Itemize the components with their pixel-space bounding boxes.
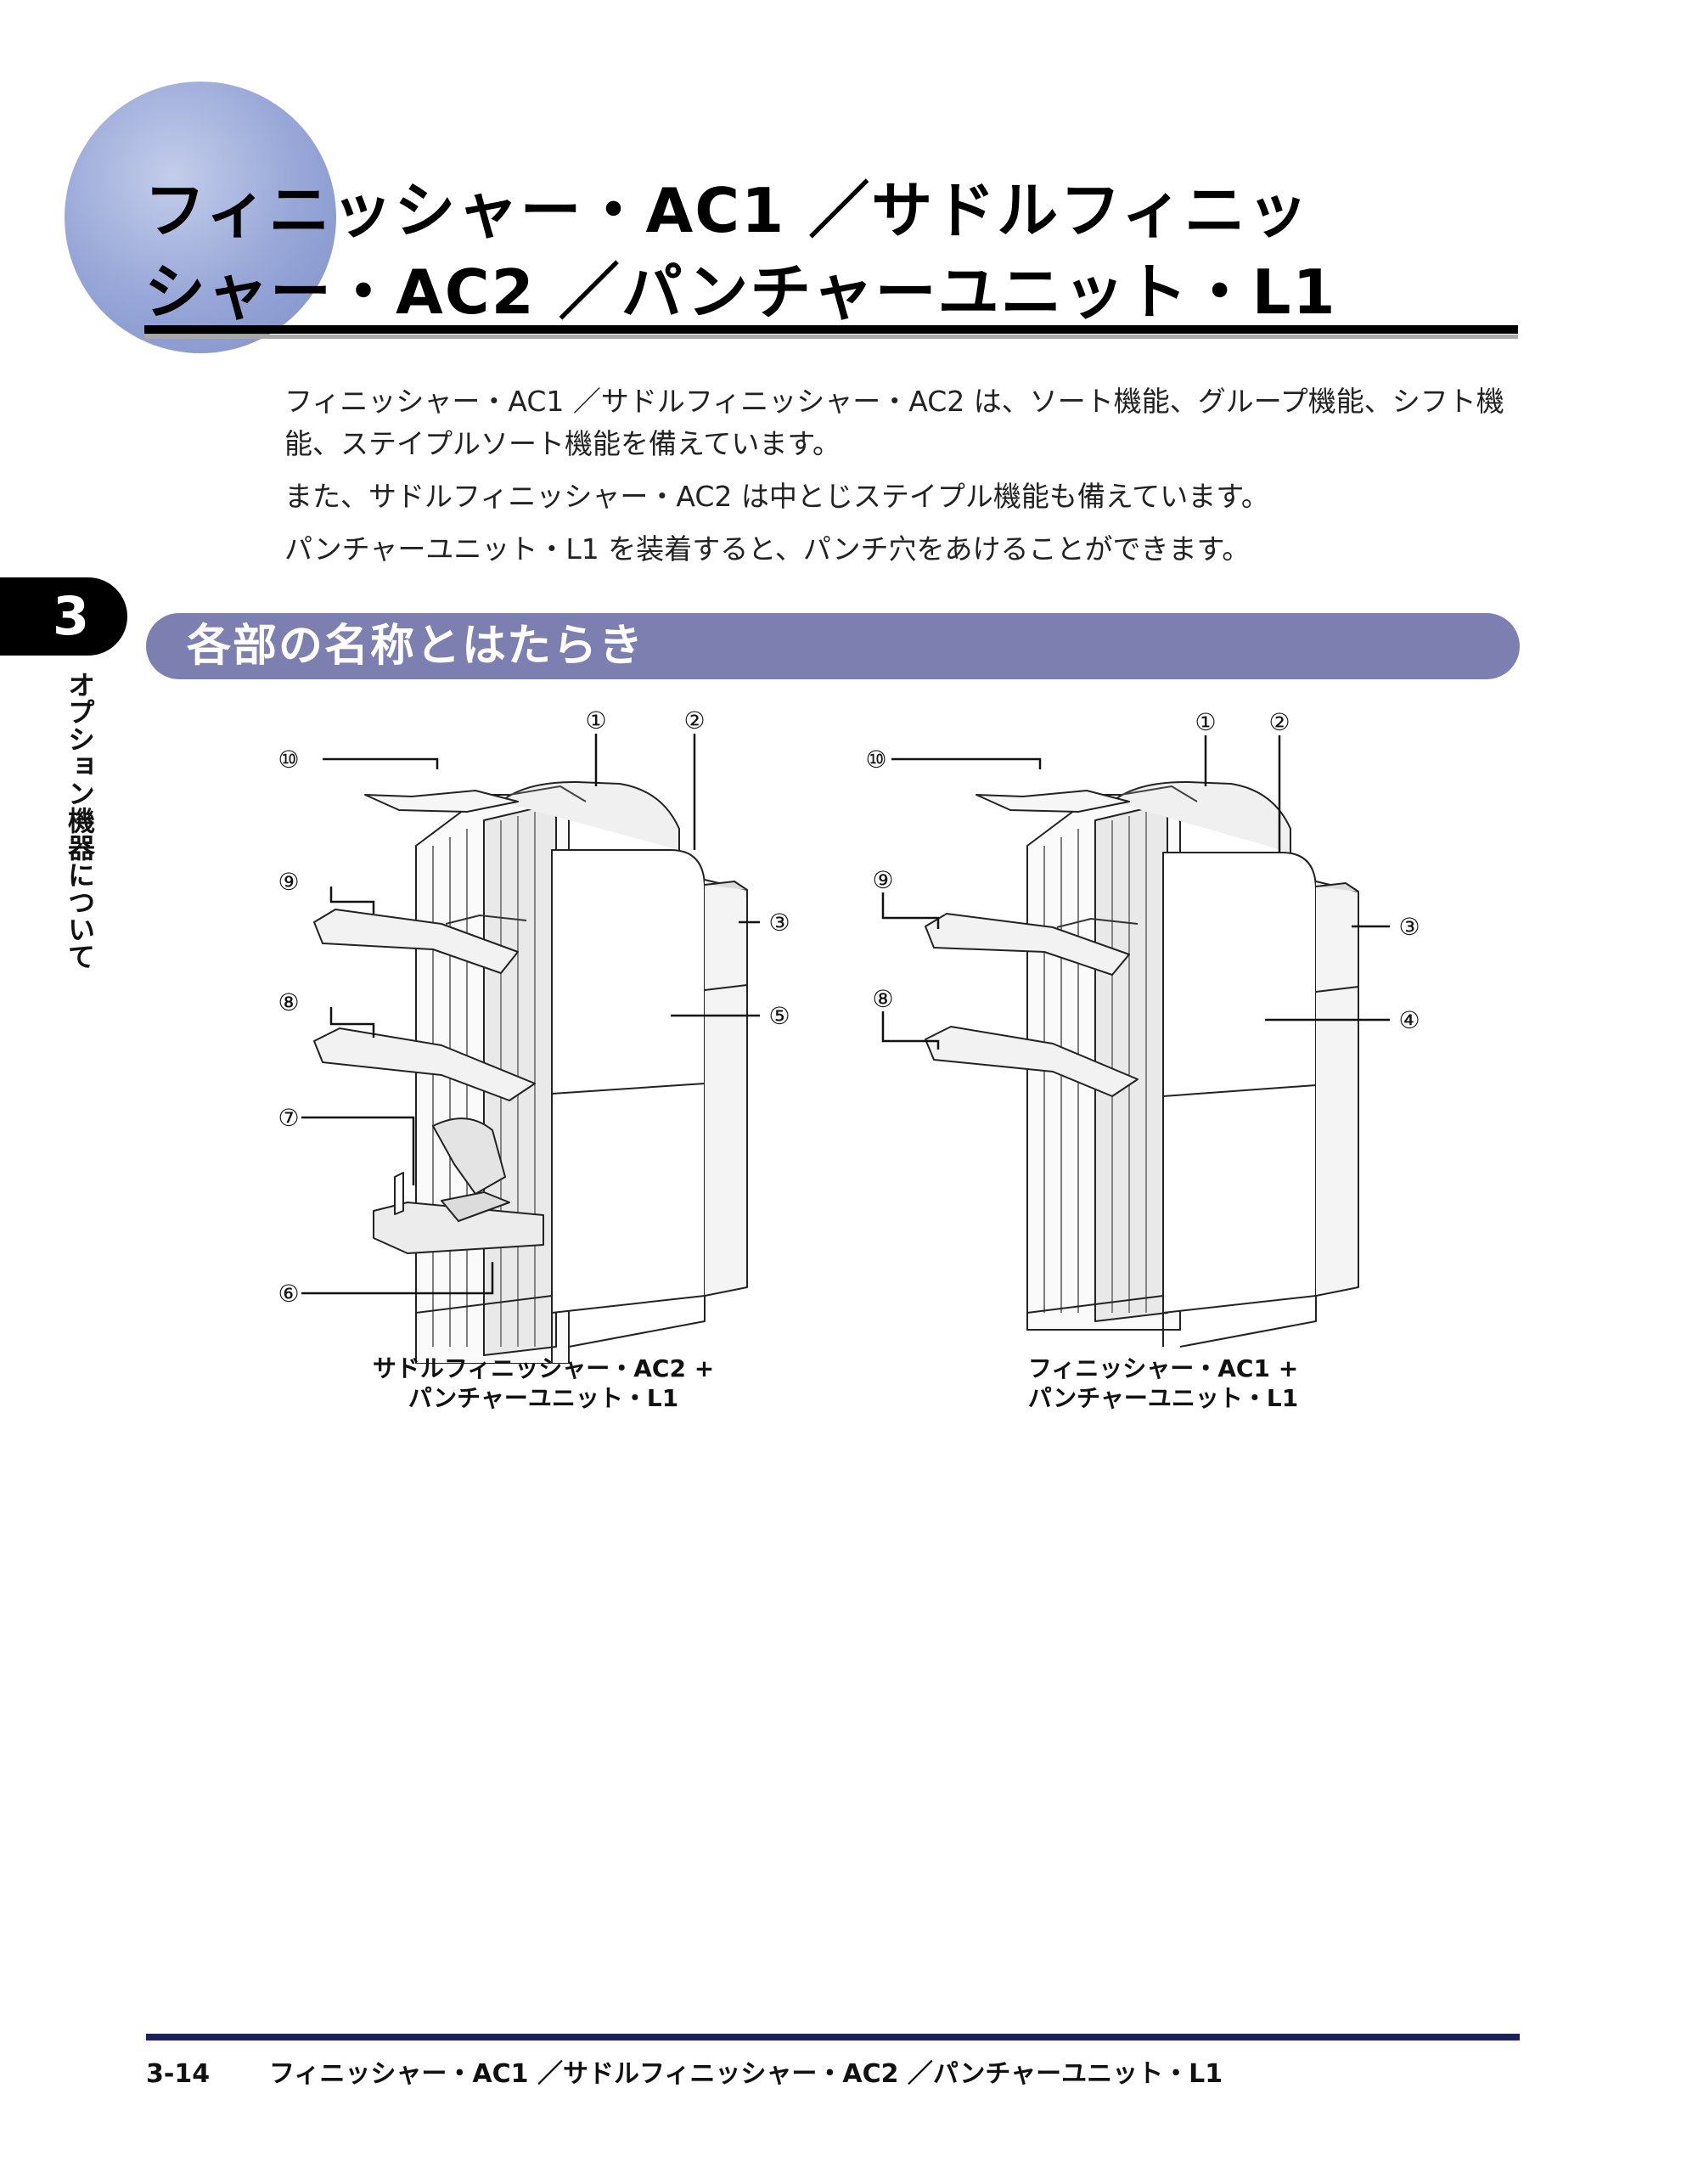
callout-8: ⑧ xyxy=(872,985,893,1013)
intro-paragraph: フィニッシャー・AC1 ／サドルフィニッシャー・AC2 は、ソート機能、グループ… xyxy=(284,385,1504,460)
caption-line: フィニッシャー・AC1 + xyxy=(1027,1354,1299,1382)
caption-line: サドルフィニッシャー・AC2 + xyxy=(372,1354,715,1382)
callout-1: ① xyxy=(1195,708,1216,736)
title-rule-shadow xyxy=(144,335,1518,339)
title-decoration-circle xyxy=(65,82,336,353)
callout-9: ⑨ xyxy=(278,868,299,896)
finisher-illustration: ⑩ ⑨ ⑧ ① ② ③ ④ xyxy=(865,708,1420,1348)
page-title: フィニッシャー・AC1 ／サドルフィニッ シャー・AC2 ／パンチャーユニット・… xyxy=(144,170,1537,333)
page-number: 3-14 xyxy=(146,2059,211,2089)
callout-2: ② xyxy=(683,706,705,735)
callout-6: ⑥ xyxy=(278,1280,299,1308)
callout-10: ⑩ xyxy=(278,746,299,774)
intro-paragraph: また、サドルフィニッシャー・AC2 は中とじステイプル機能も備えています。 xyxy=(284,480,1269,513)
title-rule xyxy=(144,325,1518,334)
callout-7: ⑦ xyxy=(278,1104,299,1132)
callout-3: ③ xyxy=(768,909,790,937)
caption-line: パンチャーユニット・L1 xyxy=(408,1384,679,1412)
chapter-label: オプション機器について xyxy=(64,671,96,970)
callout-9: ⑨ xyxy=(872,866,893,894)
section-heading-bar: 各部の名称とはたらき xyxy=(146,613,1520,679)
figure-caption-saddle-finisher: サドルフィニッシャー・AC2 + パンチャーユニット・L1 xyxy=(323,1354,764,1413)
chapter-tab: 3 xyxy=(0,577,127,656)
intro-text: フィニッシャー・AC1 ／サドルフィニッシャー・AC2 は、ソート機能、グループ… xyxy=(284,380,1524,581)
section-title: 各部の名称とはたらき xyxy=(187,621,644,672)
page-title-line2: シャー・AC2 ／パンチャーユニット・L1 xyxy=(144,256,1337,328)
callout-8: ⑧ xyxy=(278,988,299,1016)
caption-line: パンチャーユニット・L1 xyxy=(1027,1384,1299,1412)
callout-3: ③ xyxy=(1398,913,1420,941)
page-footer: 3-14 フィニッシャー・AC1 ／サドルフィニッシャー・AC2 ／パンチャーユ… xyxy=(146,2053,1520,2096)
callout-10: ⑩ xyxy=(865,746,886,774)
figure-caption-finisher: フィニッシャー・AC1 + パンチャーユニット・L1 xyxy=(951,1354,1375,1413)
footer-rule xyxy=(146,2034,1520,2040)
callout-1: ① xyxy=(585,706,606,735)
page-title-line1: フィニッシャー・AC1 ／サドルフィニッ xyxy=(144,175,1310,246)
callout-2: ② xyxy=(1268,708,1290,736)
callout-4: ④ xyxy=(1398,1006,1420,1034)
callout-5: ⑤ xyxy=(768,1002,790,1030)
chapter-number: 3 xyxy=(53,585,90,647)
intro-paragraph: パンチャーユニット・L1 を装着すると、パンチ穴をあけることができます。 xyxy=(284,532,1251,566)
footer-title: フィニッシャー・AC1 ／サドルフィニッシャー・AC2 ／パンチャーユニット・L… xyxy=(269,2059,1223,2089)
saddle-finisher-illustration: ⑩ ⑨ ⑧ ⑦ ⑥ ① ② ③ ⑤ xyxy=(278,706,790,1364)
